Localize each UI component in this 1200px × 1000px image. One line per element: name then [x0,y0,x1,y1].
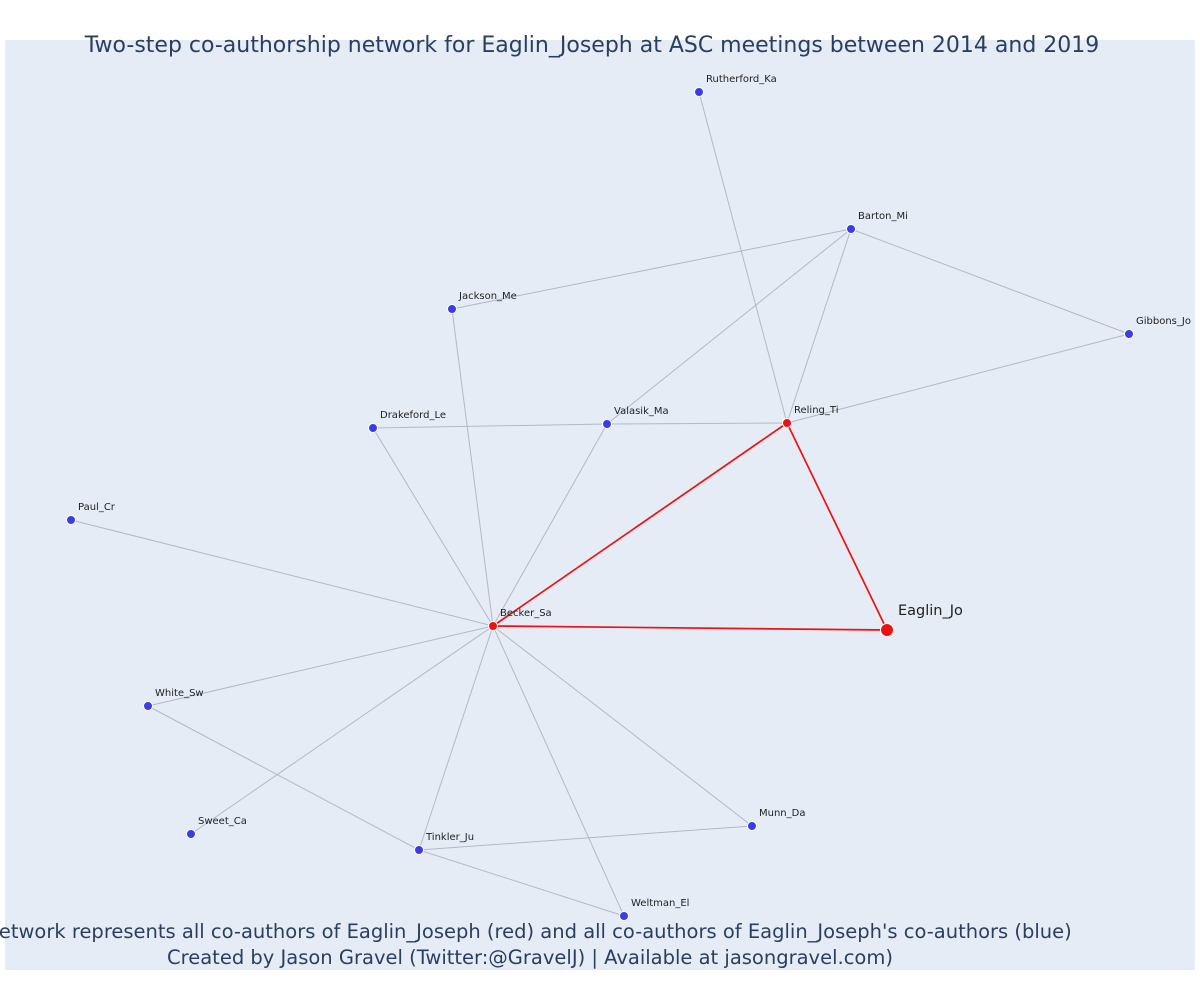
node-label-jackson_me: Jackson_Me [458,291,517,302]
edge-white_sw-tinkler_ju [147,705,420,851]
node-valasik_ma[interactable] [602,419,612,429]
node-weltman_el[interactable] [619,911,629,921]
node-rutherford_ka[interactable] [694,87,704,97]
nodes-layer [66,87,1134,921]
node-jackson_me[interactable] [447,304,457,314]
node-label-gibbons_jo: Gibbons_Jo [1136,316,1191,327]
edges-layer [70,91,1130,917]
edge-becker_sa-valasik_ma [492,423,608,627]
edge-reling_ti-rutherford_ka [698,91,788,424]
node-munn_da[interactable] [747,821,757,831]
labels-layer: Eaglin_Jo Becker_Sa Reling_Ti Rutherford_Ka… [78,74,1191,909]
node-label-tinkler_ju: Tinkler_Ju [425,832,474,843]
plot-background [5,40,1195,970]
edge-becker_sa-weltman_el [492,625,625,917]
node-label-rutherford_ka: Rutherford_Ka [706,74,777,85]
node-eaglin_jo[interactable] [880,623,894,637]
node-barton_mi[interactable] [846,224,856,234]
node-gibbons_jo[interactable] [1124,329,1134,339]
node-label-eaglin_jo: Eaglin_Jo [898,603,963,619]
node-sweet_ca[interactable] [186,829,196,839]
edge-reling_ti-valasik_ma [606,422,788,425]
node-reling_ti[interactable] [782,418,792,428]
node-label-becker_sa: Becker_Sa [500,608,552,619]
edge-tinkler_ju-weltman_el [418,849,625,917]
edge-becker_sa-munn_da [492,625,753,827]
node-label-weltman_el: Weltman_El [631,898,689,909]
edge-becker_sa-sweet_ca [190,625,494,835]
node-label-white_sw: White_Sw [155,688,204,699]
edge-becker_sa-paul_cr [70,519,494,627]
edge-becker_sa-white_sw [147,625,494,707]
node-label-paul_cr: Paul_Cr [78,502,116,513]
edge-barton_mi-jackson_me [451,228,852,310]
edge-tinkler_ju-munn_da [418,825,753,851]
edge-reling_ti-gibbons_jo [786,333,1130,424]
node-label-barton_mi: Barton_Mi [858,211,908,222]
edge-valasik_ma-drakeford_le [372,423,608,429]
edge-barton_mi-gibbons_jo [850,228,1130,335]
edge-barton_mi-valasik_ma [606,228,852,425]
node-label-valasik_ma: Valasik_Ma [614,406,669,417]
node-label-drakeford_le: Drakeford_Le [380,410,446,421]
edge-eaglin_jo-reling_ti [786,422,888,631]
node-becker_sa[interactable] [488,621,498,631]
node-label-reling_ti: Reling_Ti [794,405,838,416]
node-white_sw[interactable] [143,701,153,711]
edge-becker_sa-drakeford_le [372,427,494,627]
node-label-munn_da: Munn_Da [759,808,805,819]
edge-reling_ti-barton_mi [786,228,852,424]
edge-becker_sa-reling_ti [492,422,788,627]
node-drakeford_le[interactable] [368,423,378,433]
caption-line-1: Network represents all co-authors of Eag… [0,920,1072,943]
edge-eaglin_jo-becker_sa [492,625,888,631]
figure-title: Two-step co-authorship network for Eagli… [84,33,1100,58]
caption-line-2: Created by Jason Gravel (Twitter:@Gravel… [167,946,893,969]
edge-becker_sa-tinkler_ju [418,625,494,851]
edge-becker_sa-jackson_me [451,308,494,627]
node-paul_cr[interactable] [66,515,76,525]
node-label-sweet_ca: Sweet_Ca [198,816,247,827]
node-tinkler_ju[interactable] [414,845,424,855]
